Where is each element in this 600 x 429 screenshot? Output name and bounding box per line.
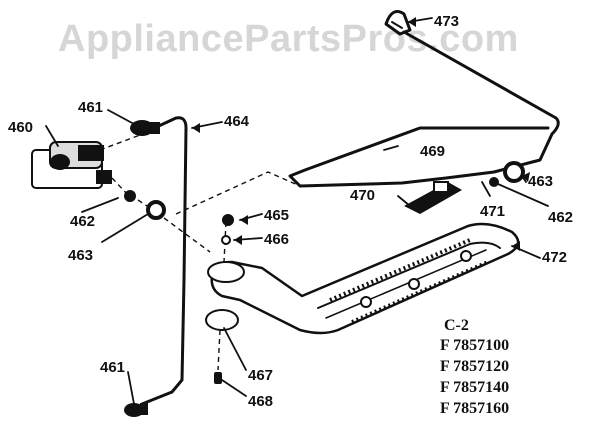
part-461-fitting-top	[130, 120, 160, 136]
callout-470: 470	[350, 187, 375, 204]
part-464-burner-tube	[140, 116, 188, 406]
part-466-washer	[221, 235, 231, 245]
part-473-clip	[384, 10, 412, 36]
part-463-nut-right	[503, 161, 525, 183]
callout-461-bottom: 461	[100, 359, 125, 376]
part-468-screw	[214, 372, 222, 384]
part-472-burner	[207, 222, 520, 335]
model-number: F 7857160	[440, 400, 509, 417]
model-number: F 7857100	[440, 337, 509, 354]
part-463-nut-left	[146, 200, 166, 220]
model-section: C-2	[444, 317, 469, 334]
callout-460: 460	[8, 119, 33, 136]
part-460-valve	[31, 141, 112, 189]
part-465-screw	[222, 214, 234, 226]
callout-471: 471	[480, 203, 505, 220]
callout-462-right: 462	[548, 209, 573, 226]
part-470-bracket	[404, 181, 462, 214]
callout-469: 469	[420, 143, 445, 160]
callout-468: 468	[248, 393, 273, 410]
part-461-fitting-bottom	[124, 403, 148, 417]
part-469-capillary-tube	[288, 30, 560, 188]
callout-461-top: 461	[78, 99, 103, 116]
part-467-shutter	[205, 309, 239, 331]
callout-463-right: 463	[528, 173, 553, 190]
callout-463-left: 463	[68, 247, 93, 264]
callout-473: 473	[434, 13, 459, 30]
callout-465: 465	[264, 207, 289, 224]
part-462-orifice-right	[489, 177, 499, 187]
callout-466: 466	[264, 231, 289, 248]
callout-467: 467	[248, 367, 273, 384]
callout-472: 472	[542, 249, 567, 266]
callout-462-left: 462	[70, 213, 95, 230]
model-number: F 7857120	[440, 358, 509, 375]
callout-464: 464	[224, 113, 250, 130]
model-number: F 7857140	[440, 379, 509, 396]
